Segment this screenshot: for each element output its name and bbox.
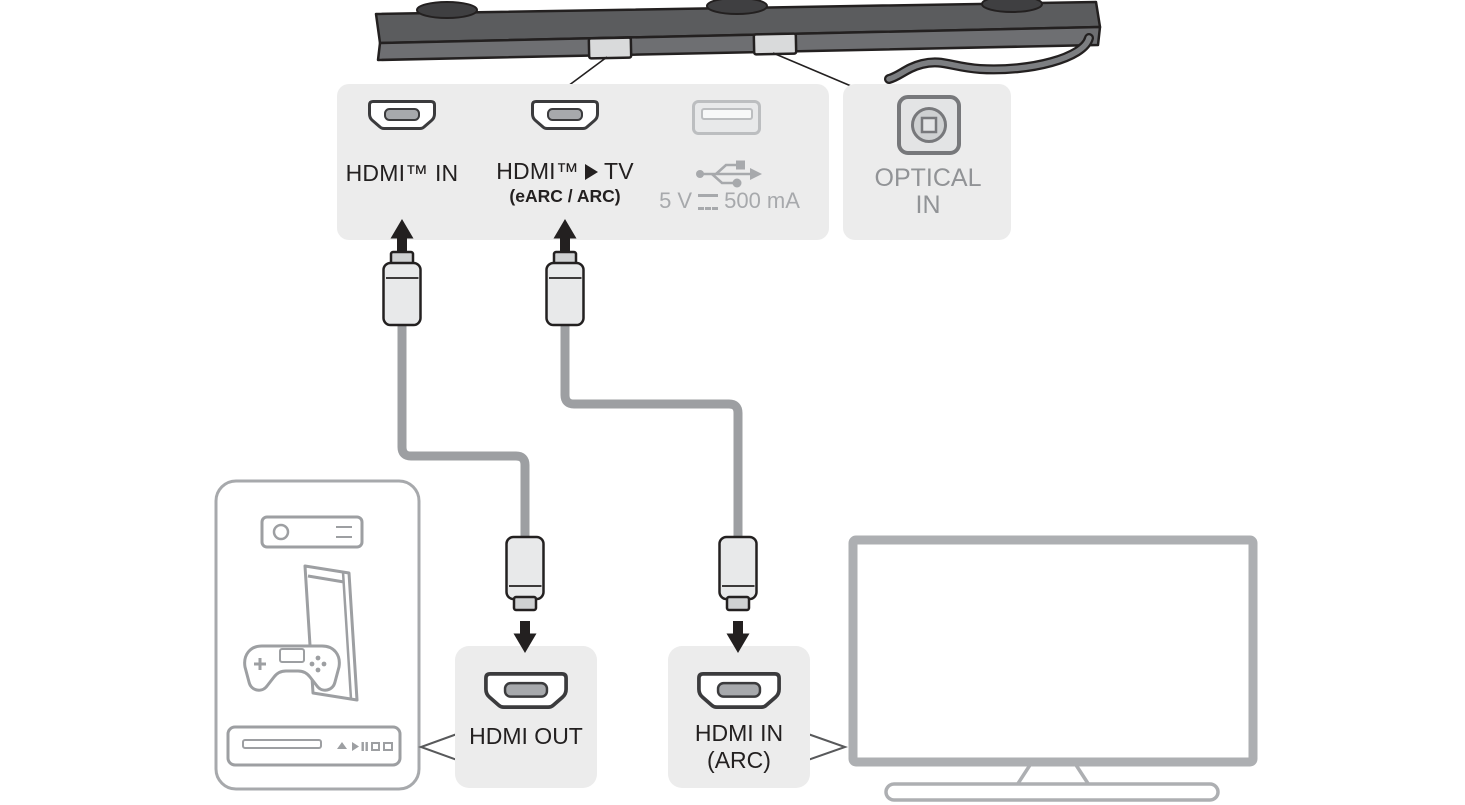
- soundbar-foot-icon: [416, 1, 478, 19]
- power-cable-core: [886, 35, 1092, 82]
- callout-line: [772, 52, 852, 87]
- soundbar-front-strip: [376, 25, 1102, 62]
- hdmi-cable: [560, 324, 743, 542]
- soundbar-port-notch: [752, 32, 798, 56]
- arrow-down-icon: [513, 621, 537, 653]
- hdmi-out-panel: [455, 646, 597, 788]
- soundbar-illustration: [374, 0, 1102, 84]
- hdmi-in-port-icon: [368, 100, 436, 130]
- hdmi-plug-icon: [545, 250, 585, 327]
- settop-box-icon: [260, 515, 364, 549]
- arrow-down-icon: [726, 621, 750, 653]
- gamepad-icon: [243, 644, 341, 692]
- hdmi-plug-icon: [505, 535, 545, 612]
- disc-player-icon: [226, 725, 402, 767]
- soundbar-foot-icon: [981, 0, 1043, 13]
- hdmi-cable: [397, 324, 530, 542]
- optical-port-icon: [897, 95, 961, 155]
- arrow-up-icon: [390, 219, 414, 251]
- hdmi-out-port-icon: [484, 672, 568, 709]
- usb-icon: [696, 160, 762, 188]
- hdmi-in-arc-panel: [668, 646, 810, 788]
- hdmi-plug-icon: [718, 535, 758, 612]
- hdmi-in-arc-callout-tail: [807, 732, 849, 762]
- callout-line: [567, 56, 608, 87]
- hdmi-out-callout-tail: [418, 732, 458, 762]
- optical-in-panel: [843, 84, 1011, 240]
- tv-icon: [848, 535, 1258, 802]
- hdmi-in-arc-port-icon: [697, 672, 781, 709]
- hdmi-plug-icon: [382, 250, 422, 327]
- arrow-up-icon: [553, 219, 577, 251]
- soundbar-foot-icon: [706, 0, 768, 15]
- usb-port-icon: [692, 100, 761, 135]
- soundbar-port-notch: [587, 36, 633, 60]
- hdmi-tv-port-icon: [531, 100, 599, 130]
